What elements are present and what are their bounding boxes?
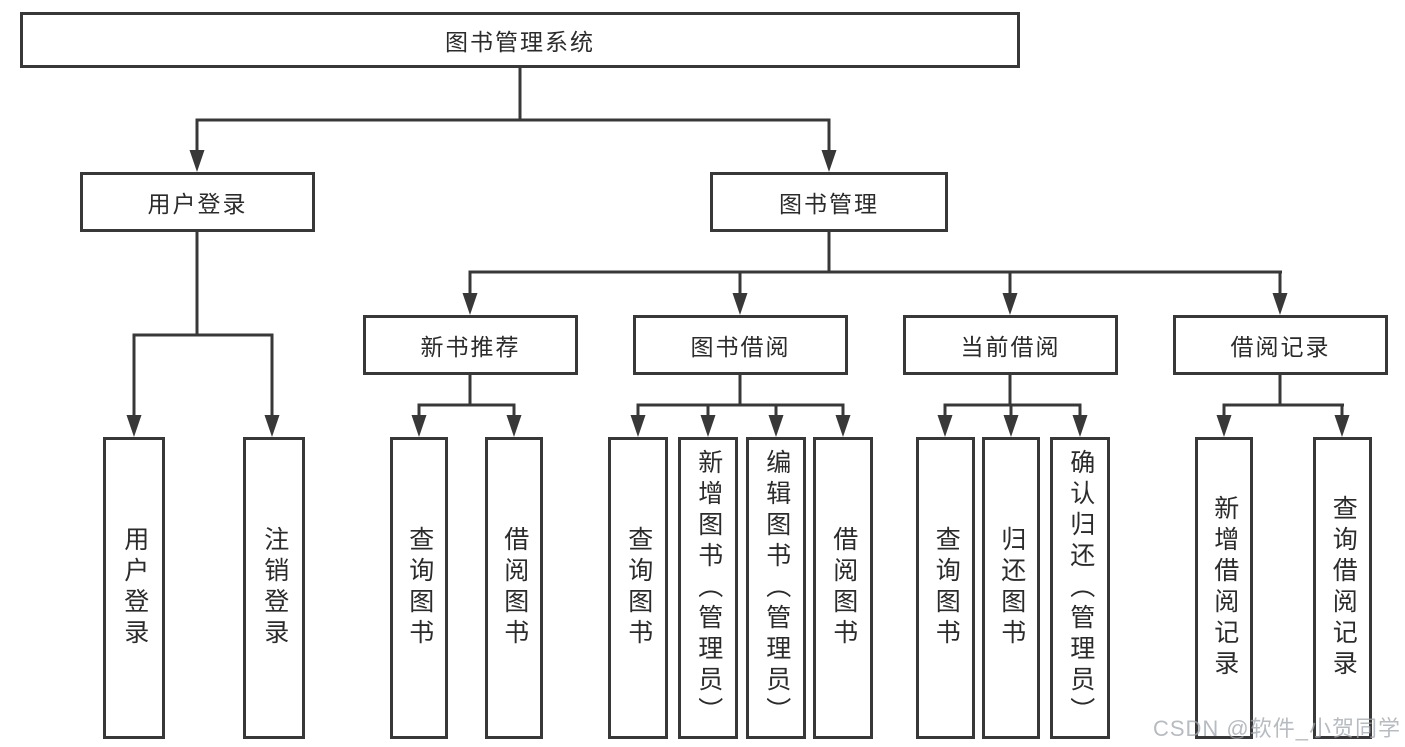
node-label: 注销登录 (260, 526, 289, 650)
node-label: 查询图书 (624, 526, 653, 650)
node-label: 用户登录 (147, 191, 248, 217)
connector-bookmgmt-to-level3 (462, 232, 1288, 315)
node-label: 查询图书 (405, 526, 434, 650)
node-label: 借阅记录 (1230, 334, 1331, 360)
node-label: 借阅图书 (500, 526, 529, 650)
node-label: 新书推荐 (420, 334, 521, 360)
connector-userlogin-to-children (126, 232, 280, 437)
node-label: 借阅图书 (829, 526, 858, 650)
node-add-borrow-record: 新增借阅记录 (1195, 437, 1253, 739)
node-label: 用户登录 (120, 526, 149, 650)
csdn-watermark: CSDN @软件_小贺同学 (1152, 716, 1401, 741)
node-book-borrowing: 图书借阅 (633, 315, 848, 375)
node-label: 查询图书 (932, 526, 961, 650)
node-label: 归还图书 (997, 526, 1026, 650)
node-borrow-books-borrowing: 借阅图书 (813, 437, 873, 739)
node-new-book-recommend: 新书推荐 (363, 315, 578, 375)
connector-newbook-to-children (411, 375, 522, 437)
node-add-books-admin: 新增图书（管理员） (678, 437, 738, 739)
node-book-management: 图书管理 (710, 172, 948, 232)
node-label: 确认归还（管理员） (1066, 448, 1095, 728)
connector-records-to-children (1216, 375, 1350, 437)
node-user-login: 用户登录 (80, 172, 315, 232)
node-user-login-action: 用户登录 (103, 437, 165, 739)
connector-current-to-children (937, 375, 1088, 437)
connector-root-to-level2 (189, 68, 837, 172)
node-query-books-current: 查询图书 (916, 437, 975, 739)
node-label: 当前借阅 (960, 334, 1061, 360)
node-label: 新增借阅记录 (1210, 495, 1239, 681)
node-query-books-borrowing: 查询图书 (608, 437, 668, 739)
node-borrow-books-recommend: 借阅图书 (485, 437, 543, 739)
node-label: 编辑图书（管理员） (762, 448, 791, 728)
node-label: 图书借阅 (690, 334, 791, 360)
node-root: 图书管理系统 (20, 12, 1020, 68)
node-borrowing-records: 借阅记录 (1173, 315, 1388, 375)
node-edit-books-admin: 编辑图书（管理员） (746, 437, 806, 739)
node-return-books: 归还图书 (982, 437, 1040, 739)
connector-borrowing-to-children (630, 375, 851, 437)
node-query-borrow-record: 查询借阅记录 (1313, 437, 1372, 739)
node-label: 图书管理系统 (445, 29, 595, 55)
node-logout: 注销登录 (243, 437, 305, 739)
node-label: 查询借阅记录 (1329, 495, 1358, 681)
node-label: 新增图书（管理员） (694, 448, 723, 728)
node-query-books-recommend: 查询图书 (390, 437, 448, 739)
node-current-borrowing: 当前借阅 (903, 315, 1118, 375)
node-label: 图书管理 (779, 191, 879, 217)
node-confirm-return-admin: 确认归还（管理员） (1050, 437, 1110, 739)
